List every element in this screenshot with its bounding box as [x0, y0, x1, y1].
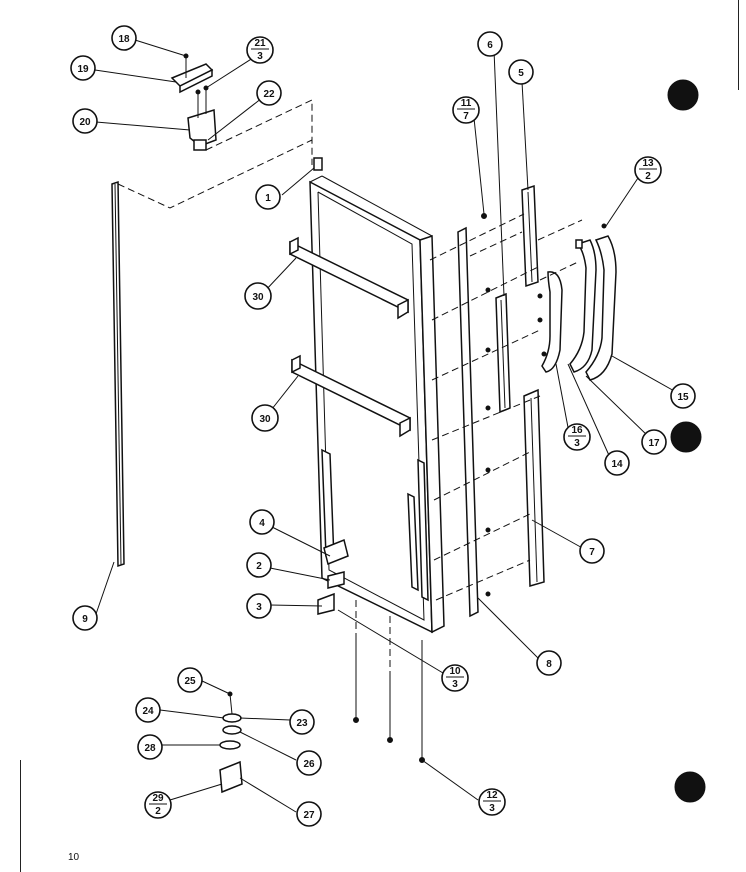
callout-4: 4	[249, 509, 275, 535]
callout-30-lower: 30	[251, 404, 279, 432]
callout-9: 9	[72, 605, 98, 631]
svg-text:8: 8	[546, 659, 552, 670]
callout-18: 18	[111, 25, 137, 51]
svg-text:20: 20	[79, 117, 91, 128]
svg-text:16: 16	[571, 425, 583, 436]
registration-dot-bottom	[674, 771, 706, 803]
callout-3: 3	[246, 593, 272, 619]
svg-text:11: 11	[461, 98, 472, 109]
svg-text:4: 4	[259, 518, 265, 529]
svg-text:28: 28	[144, 743, 156, 754]
svg-text:22: 22	[263, 89, 275, 100]
top-hinge-assembly	[170, 53, 217, 151]
svg-text:3: 3	[452, 679, 458, 690]
callout-28: 28	[137, 734, 163, 760]
callout-1: 1	[255, 184, 281, 210]
svg-text:14: 14	[611, 459, 623, 470]
svg-text:12: 12	[486, 790, 498, 801]
callout-8: 8	[536, 650, 562, 676]
callout-27: 27	[296, 801, 322, 827]
svg-text:30: 30	[252, 292, 264, 303]
svg-text:2: 2	[256, 561, 262, 572]
page-number: 10	[68, 852, 80, 863]
gasket-strip	[111, 180, 125, 568]
door-strip-8	[457, 226, 479, 618]
svg-text:2: 2	[645, 171, 651, 182]
svg-text:3: 3	[489, 803, 495, 814]
callout-22: 22	[256, 80, 282, 106]
callout-10-3: 103	[441, 664, 469, 692]
callout-19: 19	[70, 55, 96, 81]
callout-14: 14	[604, 450, 630, 476]
svg-text:21: 21	[254, 38, 266, 49]
callout-25: 25	[177, 667, 203, 693]
lower-hinge-stack	[219, 691, 243, 794]
svg-text:30: 30	[259, 414, 271, 425]
svg-text:10: 10	[449, 666, 461, 677]
svg-text:1: 1	[265, 193, 271, 204]
left-margin-line	[20, 760, 21, 872]
svg-text:6: 6	[487, 40, 493, 51]
callout-16-3: 163	[563, 423, 591, 451]
door-shelf-lower	[291, 354, 411, 438]
callout-29-2: 292	[144, 791, 172, 819]
screws-bottom	[353, 213, 607, 763]
callout-11-7: 117	[452, 96, 480, 124]
svg-text:3: 3	[574, 438, 580, 449]
callout-30-upper: 30	[244, 282, 272, 310]
svg-text:17: 17	[648, 438, 660, 449]
svg-text:29: 29	[152, 793, 164, 804]
callout-5: 5	[508, 59, 534, 85]
assembly-lines	[117, 99, 583, 680]
svg-text:24: 24	[142, 706, 154, 717]
callout-6: 6	[477, 31, 503, 57]
callout-13-2: 132	[634, 156, 662, 184]
door-shelf-upper	[289, 236, 409, 320]
registration-dot-top	[667, 79, 699, 111]
svg-text:7: 7	[463, 111, 469, 122]
callout-17: 17	[641, 429, 667, 455]
callout-24: 24	[135, 697, 161, 723]
callout-2: 2	[246, 552, 272, 578]
callout-15: 15	[670, 383, 696, 409]
right-margin-line	[738, 0, 739, 90]
svg-text:5: 5	[518, 68, 524, 79]
svg-text:2: 2	[155, 806, 161, 817]
registration-dot-middle	[670, 421, 702, 453]
leader-lines	[94, 39, 677, 813]
svg-text:9: 9	[82, 614, 88, 625]
svg-text:19: 19	[77, 64, 89, 75]
callout-26: 26	[296, 750, 322, 776]
bottom-hinge-parts	[317, 538, 349, 615]
svg-text:15: 15	[677, 392, 689, 403]
svg-text:3: 3	[256, 602, 262, 613]
door-strip-6	[495, 292, 511, 414]
svg-text:25: 25	[184, 676, 196, 687]
svg-text:27: 27	[303, 810, 315, 821]
svg-text:13: 13	[642, 158, 654, 169]
callout-20: 20	[72, 108, 98, 134]
svg-text:18: 18	[118, 34, 130, 45]
svg-text:3: 3	[257, 51, 263, 62]
door-strip-7	[523, 388, 545, 587]
callout-23: 23	[289, 709, 315, 735]
handle-parts	[541, 235, 617, 381]
callout-21-3: 213	[246, 36, 274, 64]
door-strip-5	[521, 184, 539, 288]
svg-text:7: 7	[589, 547, 595, 558]
svg-text:23: 23	[296, 718, 308, 729]
callout-7: 7	[579, 538, 605, 564]
svg-text:26: 26	[303, 759, 315, 770]
callout-12-3: 123	[478, 788, 506, 816]
